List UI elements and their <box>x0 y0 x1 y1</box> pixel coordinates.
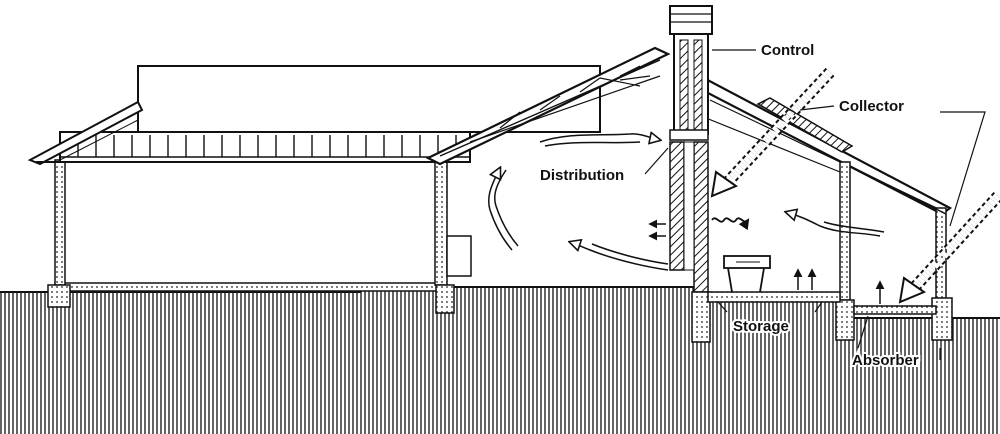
label-absorber: Absorber <box>852 352 919 369</box>
label-control: Control <box>761 42 814 59</box>
sun-ray-collector <box>710 67 835 198</box>
label-distribution: Distribution <box>540 167 624 184</box>
left-wing <box>27 65 601 314</box>
sun-ray-absorber <box>898 191 1000 304</box>
absorber-slab <box>853 305 937 315</box>
airflow-arrows <box>488 134 885 304</box>
label-collector: Collector <box>839 98 904 115</box>
chimney <box>669 5 713 343</box>
storage-bed <box>707 255 841 303</box>
label-storage: Storage <box>733 318 789 335</box>
leader-lines <box>644 49 986 360</box>
